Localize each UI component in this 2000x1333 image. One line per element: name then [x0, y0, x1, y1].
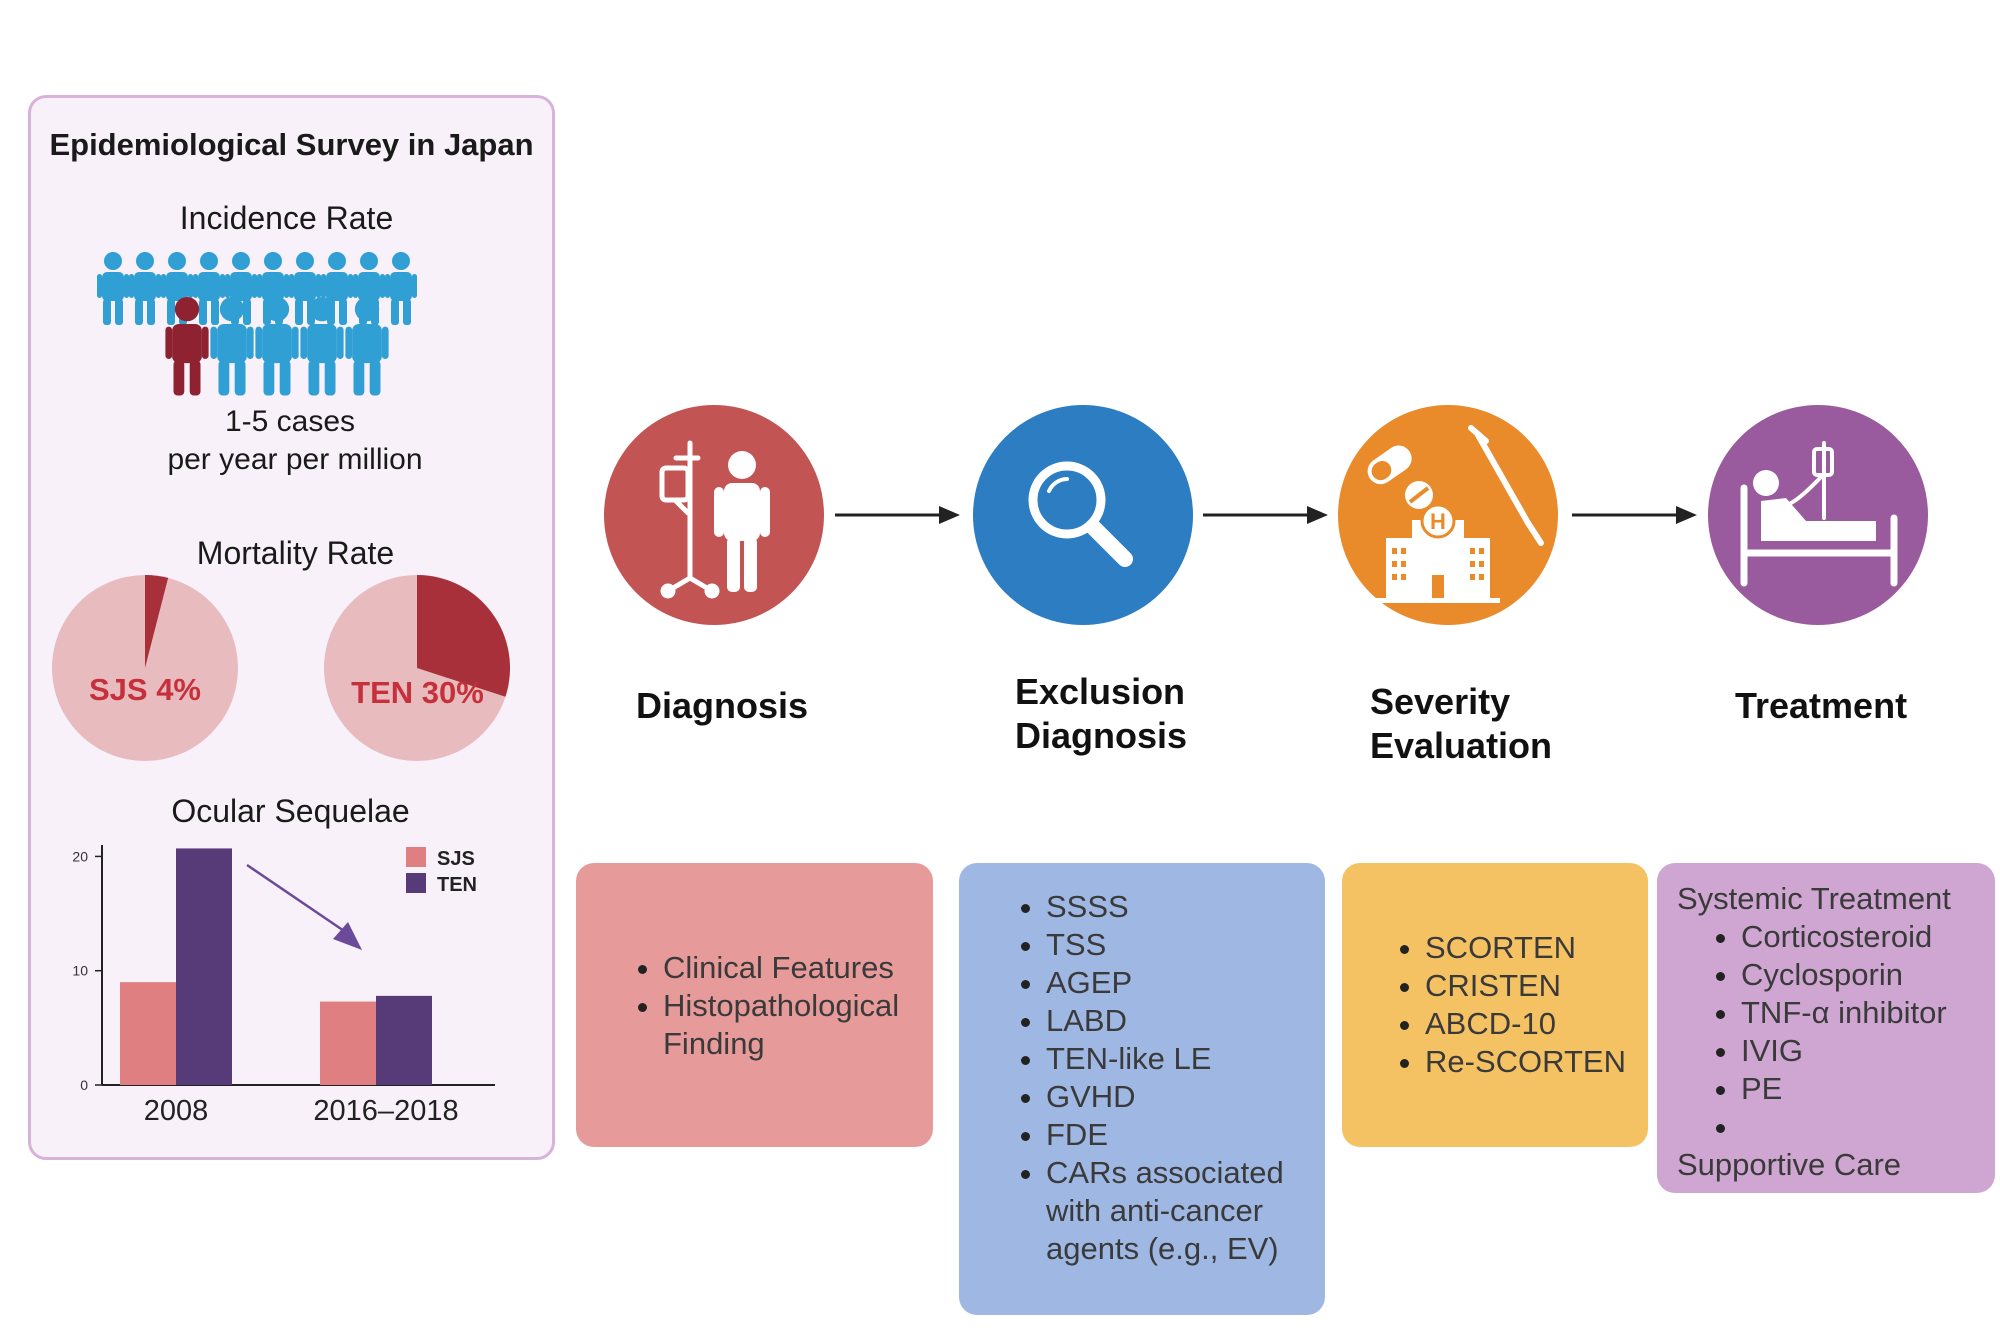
ten-pie-slice — [417, 575, 510, 697]
y-tick-label: 20 — [72, 848, 88, 864]
list-item: TNF-α inhibitor — [1741, 994, 1995, 1032]
step-diagnosis-label: Diagnosis — [636, 685, 809, 726]
step-exclusion-label: Exclusion Diagnosis — [1015, 670, 1187, 758]
incidence-line2: per year per million — [167, 443, 423, 476]
ocular-sequelae-chart: 0 10 20 2008 2016–2018 SJS TEN — [72, 845, 495, 1127]
legend-label-sjs: SJS — [437, 848, 475, 870]
decrease-arrow — [246, 863, 351, 937]
exclusion-box: SSSSTSSAGEPLABDTEN-like LEGVHDFDECARs as… — [959, 863, 1325, 1315]
mortality-pies — [52, 575, 510, 761]
y-tick-label: 10 — [72, 963, 88, 979]
step-severity-line1: Severity — [1370, 681, 1511, 722]
list-item: SSSS — [1046, 888, 1295, 926]
step-treatment-label: Treatment — [1735, 685, 1908, 726]
exclusion-list: SSSSTSSAGEPLABDTEN-like LEGVHDFDECARs as… — [959, 888, 1325, 1268]
svg-text:H: H — [1430, 509, 1446, 534]
list-item: Cyclosporin — [1741, 956, 1995, 994]
diagnosis-list: Clinical FeaturesHistopathological Findi… — [576, 949, 933, 1063]
person-icon — [300, 296, 344, 396]
flow-arrow-3 — [1572, 506, 1697, 524]
survey-title: Epidemiological Survey in Japan — [49, 127, 534, 162]
person-icon — [385, 252, 417, 325]
list-item: Histopathological Finding — [663, 987, 933, 1063]
step-exclusion-line1: Exclusion — [1015, 671, 1186, 712]
treatment-box: Systemic Treatment CorticosteroidCyclosp… — [1657, 863, 1995, 1193]
list-item: IVIG — [1741, 1032, 1995, 1070]
list-item: SCORTEN — [1425, 929, 1648, 967]
x-tick-label: 2008 — [144, 1095, 209, 1127]
treatment-icon — [1708, 405, 1928, 625]
list-item: LABD — [1046, 1002, 1295, 1040]
list-item: ABCD-10 — [1425, 1005, 1648, 1043]
severity-list: SCORTENCRISTENABCD-10Re-SCORTEN — [1342, 929, 1648, 1081]
treatment-list: CorticosteroidCyclosporinTNF-α inhibitor… — [1677, 918, 1995, 1146]
bar-ten-1 — [376, 995, 432, 1085]
sjs-pie-slice — [145, 575, 169, 668]
severity-icon: H — [1338, 405, 1558, 625]
ocular-title: Ocular Sequelae — [171, 793, 410, 829]
diagnosis-icon — [604, 405, 824, 625]
list-item: PE — [1741, 1070, 1995, 1108]
legend-swatch-ten — [406, 873, 426, 893]
list-item: TEN-like LE — [1046, 1040, 1295, 1078]
person-icon — [97, 252, 129, 325]
bar-sjs-0 — [120, 982, 176, 1085]
decrease-arrowhead — [333, 922, 362, 950]
person-icon — [129, 252, 161, 325]
list-item — [1741, 1108, 1995, 1146]
list-item: TSS — [1046, 926, 1295, 964]
x-tick-label: 2016–2018 — [313, 1095, 458, 1127]
people-icon-group — [97, 252, 417, 396]
step-severity-line2: Evaluation — [1370, 725, 1553, 766]
person-icon — [255, 296, 299, 396]
incidence-title: Incidence Rate — [179, 200, 394, 236]
bar-sjs-1 — [320, 1001, 376, 1085]
y-tick-label: 0 — [80, 1077, 88, 1093]
step-exclusion-line2: Diagnosis — [1015, 715, 1188, 756]
list-item: Clinical Features — [663, 949, 933, 987]
flow-arrow-1 — [835, 506, 960, 524]
legend-swatch-sjs — [406, 847, 426, 867]
incidence-line1: 1-5 cases — [224, 405, 356, 438]
legend-label-ten: TEN — [437, 874, 477, 896]
flow-arrow-2 — [1203, 506, 1328, 524]
mortality-title: Mortality Rate — [196, 535, 395, 571]
list-item: FDE — [1046, 1116, 1295, 1154]
exclusion-icon — [973, 405, 1193, 625]
list-item: Re-SCORTEN — [1425, 1043, 1648, 1081]
list-item: CARs associated with anti-cancer agents … — [1046, 1154, 1295, 1268]
treatment-footer: Supportive Care — [1677, 1147, 1902, 1182]
bar-ten-0 — [176, 848, 232, 1085]
list-item: Corticosteroid — [1741, 918, 1995, 956]
list-item: CRISTEN — [1425, 967, 1648, 1005]
severity-box: SCORTENCRISTENABCD-10Re-SCORTEN — [1342, 863, 1648, 1147]
treatment-heading: Systemic Treatment — [1677, 881, 1951, 916]
sjs-mortality-label: SJS 4% — [88, 672, 201, 707]
person-icon — [345, 296, 389, 396]
diagnosis-box: Clinical FeaturesHistopathological Findi… — [576, 863, 933, 1147]
ten-mortality-label: TEN 30% — [351, 675, 484, 710]
list-item: GVHD — [1046, 1078, 1295, 1116]
list-item: AGEP — [1046, 964, 1295, 1002]
step-severity-label: Severity Evaluation — [1370, 680, 1552, 768]
